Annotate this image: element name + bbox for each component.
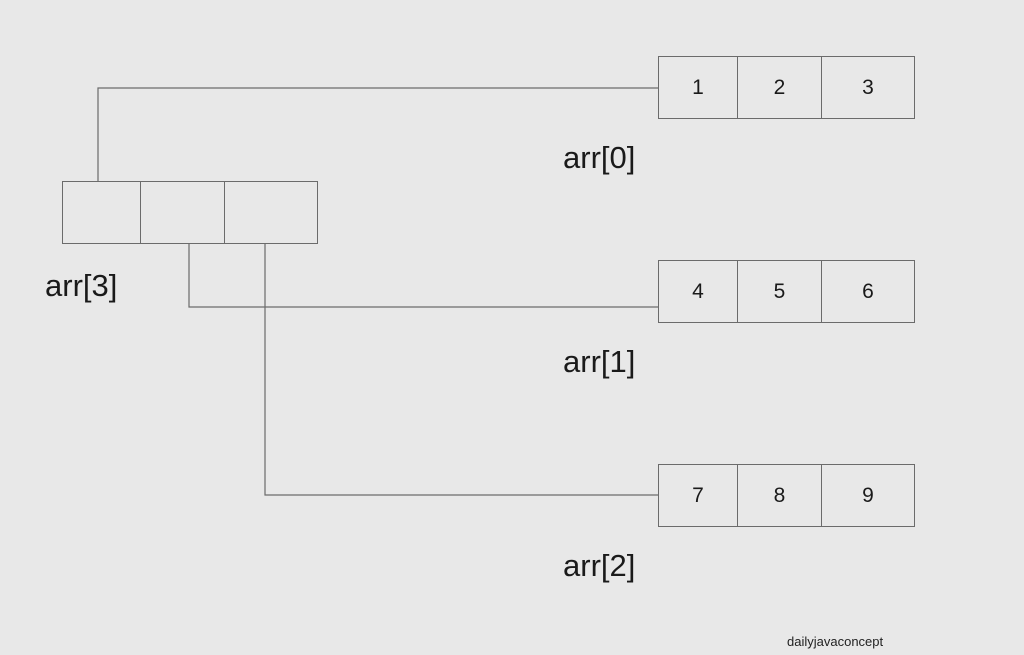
pointer-cell-2	[225, 182, 317, 243]
row0-label: arr[0]	[563, 140, 636, 175]
pointer-cell-1	[141, 182, 225, 243]
row2-cell-0: 7	[659, 465, 738, 526]
row1-cell-0: 4	[659, 261, 738, 322]
row2-cell-2: 9	[862, 483, 874, 507]
watermark-text: dailyjavaconcept	[787, 634, 884, 649]
row1-cell-1: 5	[738, 261, 822, 322]
row0-cell-0: 1	[659, 57, 738, 118]
pointer-cell-0	[63, 182, 141, 243]
row2-label: arr[2]	[563, 548, 636, 583]
row1-cell-2: 6	[862, 279, 874, 303]
row-array-arr2: 7 8 9	[658, 464, 915, 527]
row0-cell-2: 3	[862, 75, 874, 99]
connector-arr2	[264, 244, 658, 496]
row1-label: arr[1]	[563, 344, 636, 379]
row-array-arr1: 4 5 6	[658, 260, 915, 323]
row2-cell-1: 8	[738, 465, 822, 526]
pointer-array-label: arr[3]	[45, 268, 118, 303]
connector-arr1	[188, 244, 658, 308]
row-array-arr0: 1 2 3	[658, 56, 915, 119]
pointer-array-arr3	[62, 181, 318, 244]
connector-arr0	[97, 87, 658, 181]
row0-cell-1: 2	[738, 57, 822, 118]
